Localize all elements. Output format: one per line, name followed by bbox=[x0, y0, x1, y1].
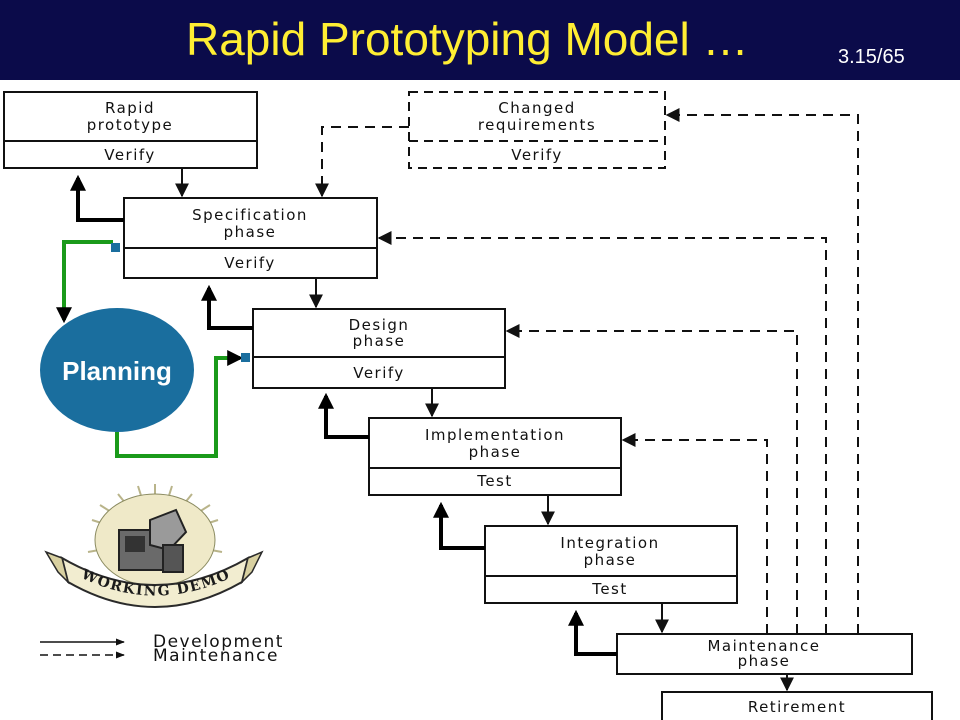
development-arrows bbox=[175, 168, 794, 692]
retirement-box: Retirement bbox=[661, 691, 933, 720]
retirement-name: Retirement bbox=[748, 698, 846, 716]
legend: Development Maintenance bbox=[40, 632, 284, 666]
design-marker bbox=[241, 353, 250, 362]
specification-marker bbox=[111, 243, 120, 252]
maintenance-arrows bbox=[315, 108, 859, 634]
implementation-phase-check: Test bbox=[476, 472, 513, 490]
rapid-prototype-check: Verify bbox=[104, 146, 156, 164]
specification-phase-check: Verify bbox=[224, 254, 276, 272]
legend-maintenance-label: Maintenance bbox=[153, 646, 279, 666]
planning-node: Planning bbox=[40, 308, 194, 432]
slide-header: Rapid Prototyping Model … 3.15/65 bbox=[0, 0, 960, 80]
verify-feedback-arrows bbox=[70, 174, 617, 656]
planning-arrows bbox=[56, 240, 250, 458]
changed-requirements-check: Verify bbox=[511, 146, 563, 164]
planning-label: Planning bbox=[62, 356, 172, 386]
page-number: 3.15/65 bbox=[838, 46, 905, 68]
design-phase-check: Verify bbox=[353, 364, 405, 382]
integration-phase-check: Test bbox=[591, 580, 628, 598]
legend-development-label: Development bbox=[153, 632, 284, 652]
working-demo-badge-icon: WORKING DEMO bbox=[44, 484, 264, 608]
slide-title: Rapid Prototyping Model … bbox=[186, 13, 749, 65]
